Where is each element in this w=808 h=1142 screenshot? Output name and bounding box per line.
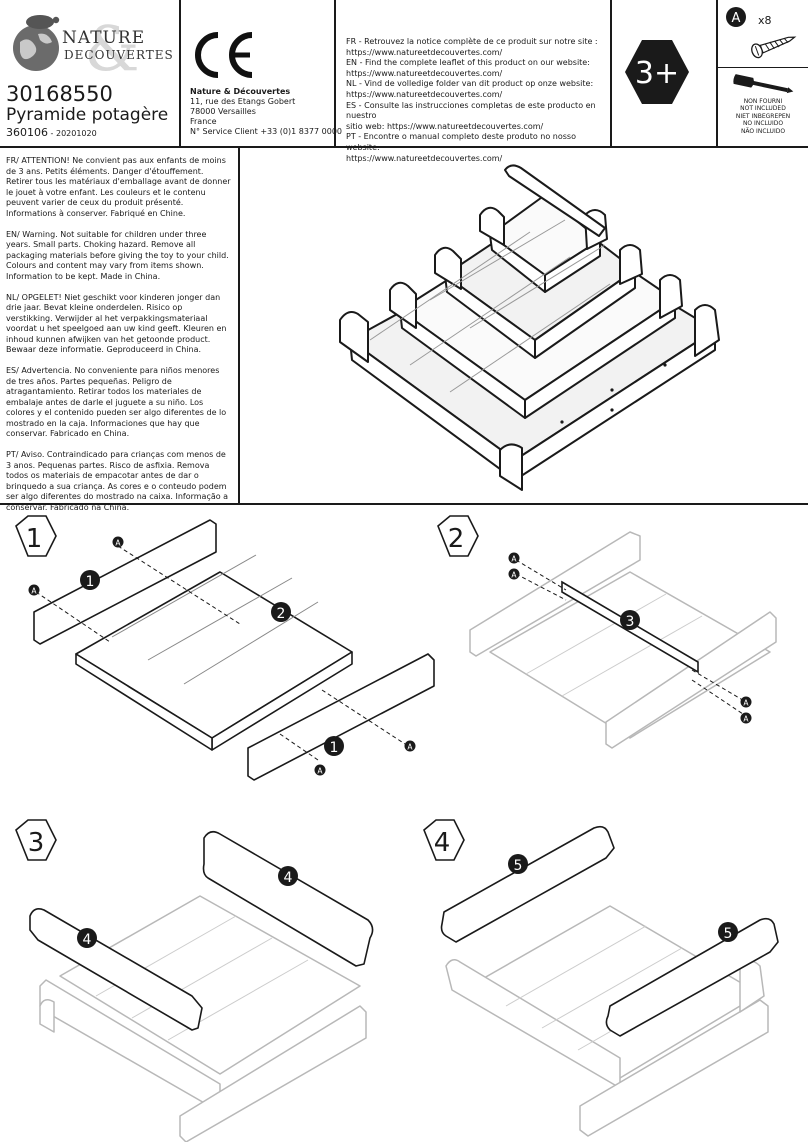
brand-name-secondary: DECOUVERTES [64, 48, 174, 62]
step-number-badge [15, 819, 57, 861]
code-date: - 20201020 [48, 129, 97, 138]
part-number: 5 [724, 926, 733, 942]
screw-label: A [511, 555, 517, 564]
warning-nl: NL/ OPGELET! Niet geschikt voor kinderen… [6, 292, 227, 355]
screw-label: A [511, 571, 517, 580]
link-text: NL - Vind de volledige folder van dit pr… [346, 79, 594, 89]
part-callout: 5 5 [508, 854, 738, 942]
section-divider [238, 148, 240, 504]
screw-label: A [743, 699, 749, 708]
header-divider [716, 0, 718, 148]
product-reference: 30168550 [6, 82, 113, 106]
link-text: EN - Find the complete leaflet of this p… [346, 58, 590, 68]
website-link[interactable]: https://www.natureetdecouvertes.com/ [346, 47, 503, 57]
not-included-nl: NIET INBEGREPEN [735, 112, 791, 120]
age-badge: 3+ [625, 40, 689, 104]
safety-warnings: FR/ ATTENTION! Ne convient pas aux enfan… [6, 156, 231, 524]
screw-count: x8 [758, 14, 772, 27]
step-number: 1 [26, 524, 43, 554]
section-divider [0, 503, 808, 505]
link-text: ES - Consulte las instrucciones completa… [346, 100, 596, 121]
part-callout: 1 2 1 [80, 570, 344, 756]
part-number: 1 [330, 740, 339, 756]
screw-label: A [732, 11, 741, 26]
header-divider [610, 0, 612, 148]
ce-mark-icon [195, 32, 253, 78]
screwdriver-icon [733, 74, 794, 94]
not-included-fr: NON FOURNI [743, 98, 783, 105]
screw-label: A [743, 715, 749, 724]
company-country: France [190, 117, 217, 126]
step-number-badge [423, 819, 465, 861]
website-link[interactable]: https://www.natureetdecouvertes.com/ [346, 68, 503, 78]
screw-label: A [317, 767, 323, 776]
part-number: 4 [284, 870, 293, 886]
part-number: 2 [277, 606, 286, 622]
company-street: 11, rue des Etangs Gobert [190, 97, 296, 106]
warning-pt: PT/ Aviso. Contraindicado para crianças … [6, 450, 229, 512]
part-callout: 3 [620, 610, 640, 630]
assembly-step-4: 4 5 5 [423, 819, 779, 1137]
product-code: 360106 - 20201020 [6, 126, 97, 139]
not-included-pt: NÃO INCLUIDO [740, 127, 786, 135]
part-number: 1 [86, 574, 95, 590]
link-text: PT - Encontre o manual completo deste pr… [346, 132, 576, 152]
warning-en: EN/ Warning. Not suitable for children u… [6, 229, 229, 281]
turtle-globe-logo: & [13, 12, 140, 78]
screw-label: A [115, 539, 121, 548]
screw-callout: A A A A [508, 552, 752, 724]
assembly-step-2: 2 A A A A 3 [437, 515, 777, 749]
assembly-step-1: 1 A A A A 1 2 1 [15, 515, 435, 781]
screw-label: A [407, 743, 413, 752]
pyramid-planter-illustration [339, 164, 720, 491]
step-number: 2 [448, 524, 465, 554]
company-city: 78000 Versailles [190, 107, 256, 116]
link-text: FR - Retrouvez la notice complète de ce … [346, 37, 598, 46]
step-number-badge [15, 515, 57, 557]
not-included-notice: NON FOURNI NOT INCLUDED NIET INBEGREPEN … [718, 98, 808, 135]
product-name: Pyramide potagère [6, 105, 169, 125]
step-number: 3 [28, 828, 45, 858]
brand-name: NATURE [62, 28, 146, 48]
header-divider [334, 0, 336, 148]
website-link[interactable]: https://www.natureetdecouvertes.com/ [346, 89, 503, 99]
warning-es: ES/ Advertencia. No conveniente para niñ… [6, 366, 227, 438]
customer-service: N° Service Client +33 (0)1 8377 0000 [190, 127, 342, 136]
code-number: 360106 [6, 126, 48, 139]
step-number-badge [437, 515, 479, 557]
company-address: Nature & Découvertes 11, rue des Etangs … [190, 87, 342, 137]
warning-fr: FR/ ATTENTION! Ne convient pas aux enfan… [6, 156, 231, 218]
not-included-es: NO INCLUIDO [742, 120, 784, 128]
assembly-step-3: 3 4 4 [15, 819, 374, 1142]
age-text: 3+ [635, 56, 679, 91]
part-number: 5 [514, 858, 523, 874]
step-number: 4 [434, 828, 451, 858]
company-name: Nature & Découvertes [190, 87, 291, 96]
svg-text:&: & [84, 12, 139, 78]
website-link[interactable]: sitio web: https://www.natureetdecouvert… [346, 121, 544, 131]
screw-label: A [31, 587, 37, 596]
header-divider [179, 0, 181, 148]
header-bar: & NATURE DECOUVERTES 30168550 Pyramide p… [0, 0, 808, 163]
part-number: 3 [626, 614, 635, 630]
screw-hardware-box: A x8 [718, 0, 808, 68]
part-number: 4 [83, 932, 92, 948]
part-callout: 4 4 [77, 866, 298, 948]
leaflet-links: FR - Retrouvez la notice complète de ce … [346, 37, 608, 164]
screw-callout: A A A A [28, 536, 416, 776]
not-included-en: NOT INCLUDED [740, 105, 786, 113]
website-link[interactable]: https://www.natureetdecouvertes.com/ [346, 153, 503, 163]
screw-icon: A x8 [726, 7, 797, 59]
